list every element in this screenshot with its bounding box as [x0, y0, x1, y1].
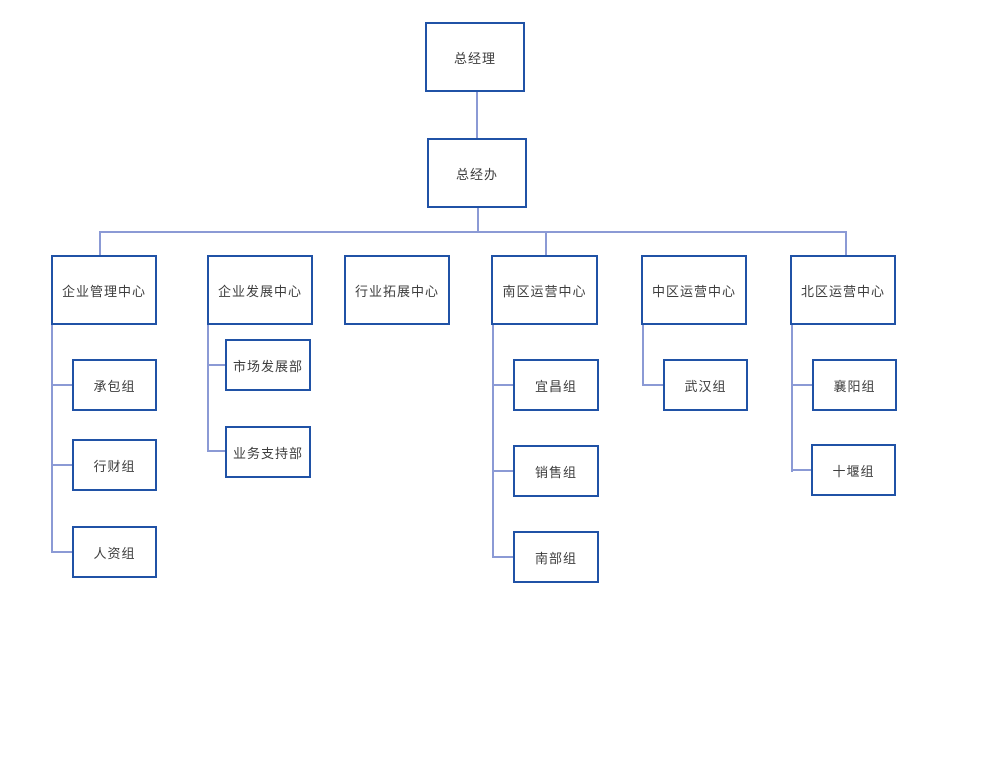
dept-enterprise-management-center[interactable]: 企业管理中心	[51, 255, 157, 325]
dept-industry-expansion-center[interactable]: 行业拓展中心	[344, 255, 450, 325]
connector-elbow-renzi	[51, 551, 72, 553]
node-label: 承包组	[93, 378, 136, 394]
connector-trunk-dept2	[207, 325, 209, 452]
dept-north-operations-center[interactable]: 北区运营中心	[790, 255, 896, 325]
node-label: 销售组	[534, 464, 577, 480]
node-label: 行业拓展中心	[354, 283, 439, 299]
group-southern[interactable]: 南部组	[513, 531, 599, 583]
connector-elbow-chengbao	[51, 384, 72, 386]
connector-elbow-shiyan	[791, 469, 812, 471]
dept-central-operations-center[interactable]: 中区运营中心	[641, 255, 747, 325]
node-general-manager[interactable]: 总经理	[425, 22, 525, 92]
node-label: 北区运营中心	[800, 283, 885, 299]
node-label: 总经理	[453, 50, 496, 66]
group-yichang[interactable]: 宜昌组	[513, 359, 599, 411]
node-label: 中区运营中心	[651, 283, 736, 299]
node-label: 企业管理中心	[61, 283, 146, 299]
dept-business-support[interactable]: 业务支持部	[225, 426, 311, 478]
group-xiangyang[interactable]: 襄阳组	[812, 359, 897, 411]
connector-office-to-bus	[477, 208, 479, 233]
connector-drop-dept4	[545, 231, 547, 255]
group-wuhan[interactable]: 武汉组	[663, 359, 748, 411]
dept-south-operations-center[interactable]: 南区运营中心	[491, 255, 598, 325]
node-label: 市场发展部	[232, 358, 303, 374]
dept-enterprise-development-center[interactable]: 企业发展中心	[207, 255, 313, 325]
connector-drop-dept6	[845, 231, 847, 255]
group-hr[interactable]: 人资组	[72, 526, 157, 578]
connector-elbow-nanbu	[492, 556, 513, 558]
connector-elbow-wuhan	[642, 384, 663, 386]
connector-bus	[99, 231, 847, 233]
connector-trunk-dept6	[791, 325, 793, 472]
connector-drop-dept1	[99, 231, 101, 255]
connector-elbow-xingcai	[51, 464, 72, 466]
group-admin-finance[interactable]: 行财组	[72, 439, 157, 491]
node-label: 人资组	[93, 545, 136, 561]
connector-elbow-xiaoshou	[492, 470, 513, 472]
node-label: 南区运营中心	[502, 283, 587, 299]
node-label: 南部组	[534, 550, 577, 566]
node-label: 企业发展中心	[217, 283, 302, 299]
group-shiyan[interactable]: 十堰组	[811, 444, 896, 496]
group-contracting[interactable]: 承包组	[72, 359, 157, 411]
node-label: 业务支持部	[232, 445, 303, 461]
connector-trunk-dept4	[492, 325, 494, 558]
dept-market-development[interactable]: 市场发展部	[225, 339, 311, 391]
connector-trunk-dept1	[51, 325, 53, 553]
connector-elbow-shichang	[207, 364, 225, 366]
node-label: 武汉组	[684, 378, 727, 394]
node-label: 宜昌组	[534, 378, 577, 394]
group-sales[interactable]: 销售组	[513, 445, 599, 497]
connector-elbow-xiangyang	[791, 384, 812, 386]
connector-root-to-office	[476, 92, 478, 138]
node-general-manager-office[interactable]: 总经办	[427, 138, 527, 208]
connector-elbow-yichang	[492, 384, 513, 386]
connector-trunk-dept5	[642, 325, 644, 386]
node-label: 襄阳组	[833, 378, 876, 394]
node-label: 行财组	[93, 458, 136, 474]
node-label: 十堰组	[832, 463, 875, 479]
connector-elbow-yewu	[207, 450, 225, 452]
node-label: 总经办	[455, 166, 498, 182]
